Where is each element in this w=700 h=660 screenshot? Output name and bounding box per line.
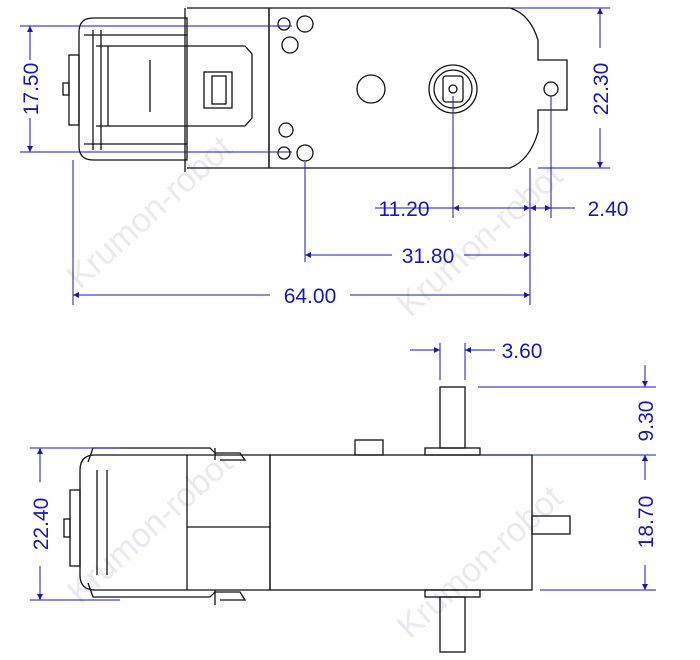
dim-label-22-30: 22.30 [590, 63, 613, 116]
dim-label-9-30: 9.30 [635, 401, 658, 442]
gearbox-body [187, 7, 568, 169]
watermark-text: Krumon-robot [60, 128, 240, 296]
motor-can [78, 17, 188, 161]
motor-clip [96, 8, 253, 172]
dim-label-22-40: 22.40 [30, 498, 53, 551]
dim-label-2-40: 2.40 [588, 198, 629, 221]
side-view-dimensions [30, 343, 656, 601]
top-view [62, 7, 568, 172]
dim-label-31-80: 31.80 [402, 245, 455, 268]
dim-label-18-70: 18.70 [635, 496, 658, 549]
side-motor-end [63, 454, 271, 591]
dim-label-17-50: 17.50 [20, 63, 43, 116]
dim-label-64-00: 64.00 [284, 285, 337, 308]
dim-label-3-60: 3.60 [502, 340, 543, 363]
top-view-labels: 17.50 22.30 11.20 2.40 31.80 64.00 [20, 63, 628, 308]
watermark-text: Krumon-robot [390, 156, 570, 324]
mounting-holes [277, 15, 559, 162]
top-view-dimensions [20, 7, 610, 305]
side-view [63, 386, 571, 653]
dim-label-11-20: 11.20 [379, 198, 430, 221]
side-view-labels: 3.60 9.30 18.70 22.40 [30, 340, 658, 550]
side-output-shaft [439, 386, 466, 653]
clip-window [203, 71, 233, 109]
motor-end-cap [62, 54, 80, 126]
watermark-text: Krumon-robot [390, 478, 570, 646]
